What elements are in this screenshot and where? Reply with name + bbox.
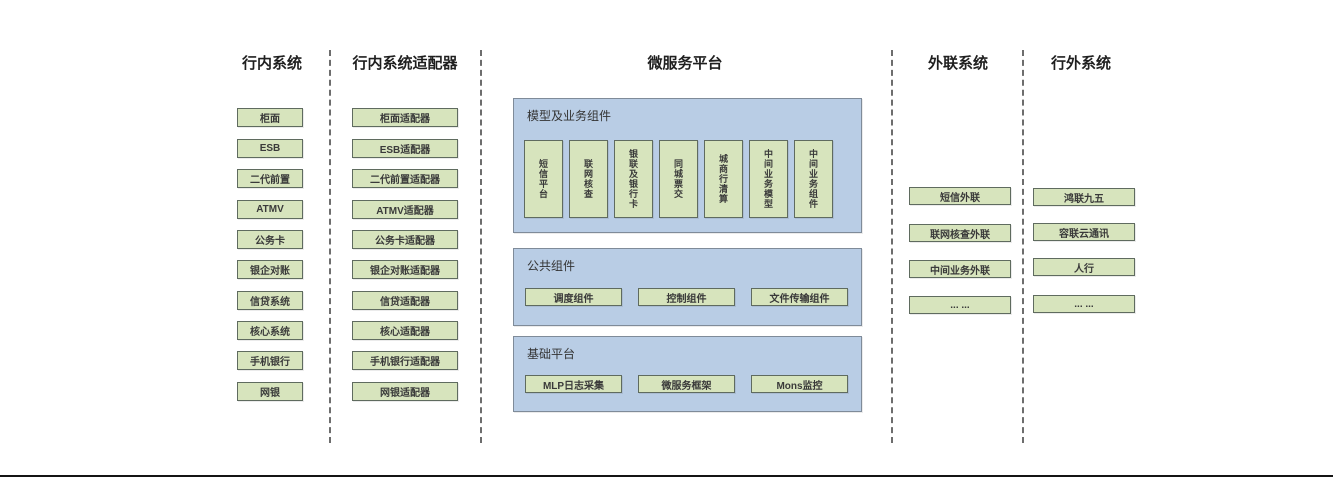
model-component-box: 中间业务组件 bbox=[794, 140, 833, 218]
model-component-box: 短信平台 bbox=[524, 140, 563, 218]
column-divider-4 bbox=[1022, 50, 1024, 443]
vertical-component-row: 短信平台 联网核查 银联及银行卡 同城票交 城商行清算 中间业务模型 中间业务组… bbox=[524, 140, 833, 218]
external-link-box: 短信外联 bbox=[909, 187, 1011, 205]
base-platform-box: Mons监控 bbox=[751, 375, 848, 393]
column-divider-1 bbox=[329, 50, 331, 443]
external-system-box: 鸿联九五 bbox=[1033, 188, 1135, 206]
base-platform-box: MLP日志采集 bbox=[525, 375, 622, 393]
model-component-box: 同城票交 bbox=[659, 140, 698, 218]
column-header-internal-systems: 行内系统 bbox=[241, 55, 302, 72]
adapter-box: 银企对账适配器 bbox=[352, 260, 458, 279]
adapter-box: 信贷适配器 bbox=[352, 291, 458, 310]
external-link-box: ... ... bbox=[909, 296, 1011, 314]
column-header-internal-adapters: 行内系统适配器 bbox=[352, 55, 458, 72]
external-system-box: ... ... bbox=[1033, 295, 1135, 313]
column-header-external-systems: 行外系统 bbox=[1050, 55, 1111, 72]
internal-system-box: 核心系统 bbox=[237, 321, 303, 340]
common-component-box: 调度组件 bbox=[525, 288, 622, 306]
model-component-box: 联网核查 bbox=[569, 140, 608, 218]
panel-base-platform: 基础平台 MLP日志采集 微服务框架 Mons监控 bbox=[513, 336, 862, 412]
base-platform-row: MLP日志采集 微服务框架 Mons监控 bbox=[525, 375, 848, 393]
column-header-microservice-platform: 微服务平台 bbox=[647, 55, 723, 72]
internal-system-box: 信贷系统 bbox=[237, 291, 303, 310]
panel-common-components: 公共组件 调度组件 控制组件 文件传输组件 bbox=[513, 248, 862, 326]
internal-system-box: 银企对账 bbox=[237, 260, 303, 279]
adapter-box: ATMV适配器 bbox=[352, 200, 458, 219]
panel-label: 模型及业务组件 bbox=[527, 109, 612, 123]
internal-system-box: 网银 bbox=[237, 382, 303, 401]
internal-system-box: ESB bbox=[237, 139, 303, 158]
adapter-box: 核心适配器 bbox=[352, 321, 458, 340]
internal-system-box: 公务卡 bbox=[237, 230, 303, 249]
adapter-box: 二代前置适配器 bbox=[352, 169, 458, 188]
column-header-external-link-systems: 外联系统 bbox=[927, 55, 988, 72]
external-link-box: 中间业务外联 bbox=[909, 260, 1011, 278]
panel-model-business-components: 模型及业务组件 短信平台 联网核查 银联及银行卡 同城票交 城商行清算 中间业务… bbox=[513, 98, 862, 233]
column-divider-2 bbox=[480, 50, 482, 443]
adapter-box: 手机银行适配器 bbox=[352, 351, 458, 370]
external-system-box: 人行 bbox=[1033, 258, 1135, 276]
external-system-box: 容联云通讯 bbox=[1033, 223, 1135, 241]
base-platform-box: 微服务框架 bbox=[638, 375, 735, 393]
panel-label: 基础平台 bbox=[527, 347, 576, 361]
bottom-rule bbox=[0, 475, 1333, 477]
model-component-box: 中间业务模型 bbox=[749, 140, 788, 218]
common-component-box: 文件传输组件 bbox=[751, 288, 848, 306]
adapter-box: 网银适配器 bbox=[352, 382, 458, 401]
common-component-box: 控制组件 bbox=[638, 288, 735, 306]
model-component-box: 银联及银行卡 bbox=[614, 140, 653, 218]
adapter-box: ESB适配器 bbox=[352, 139, 458, 158]
internal-system-box: 手机银行 bbox=[237, 351, 303, 370]
internal-system-box: 二代前置 bbox=[237, 169, 303, 188]
panel-label: 公共组件 bbox=[527, 259, 576, 273]
internal-system-box: ATMV bbox=[237, 200, 303, 219]
internal-system-box: 柜面 bbox=[237, 108, 303, 127]
model-component-box: 城商行清算 bbox=[704, 140, 743, 218]
adapter-box: 柜面适配器 bbox=[352, 108, 458, 127]
column-divider-3 bbox=[891, 50, 893, 443]
common-component-row: 调度组件 控制组件 文件传输组件 bbox=[525, 288, 848, 306]
adapter-box: 公务卡适配器 bbox=[352, 230, 458, 249]
external-link-box: 联网核查外联 bbox=[909, 224, 1011, 242]
